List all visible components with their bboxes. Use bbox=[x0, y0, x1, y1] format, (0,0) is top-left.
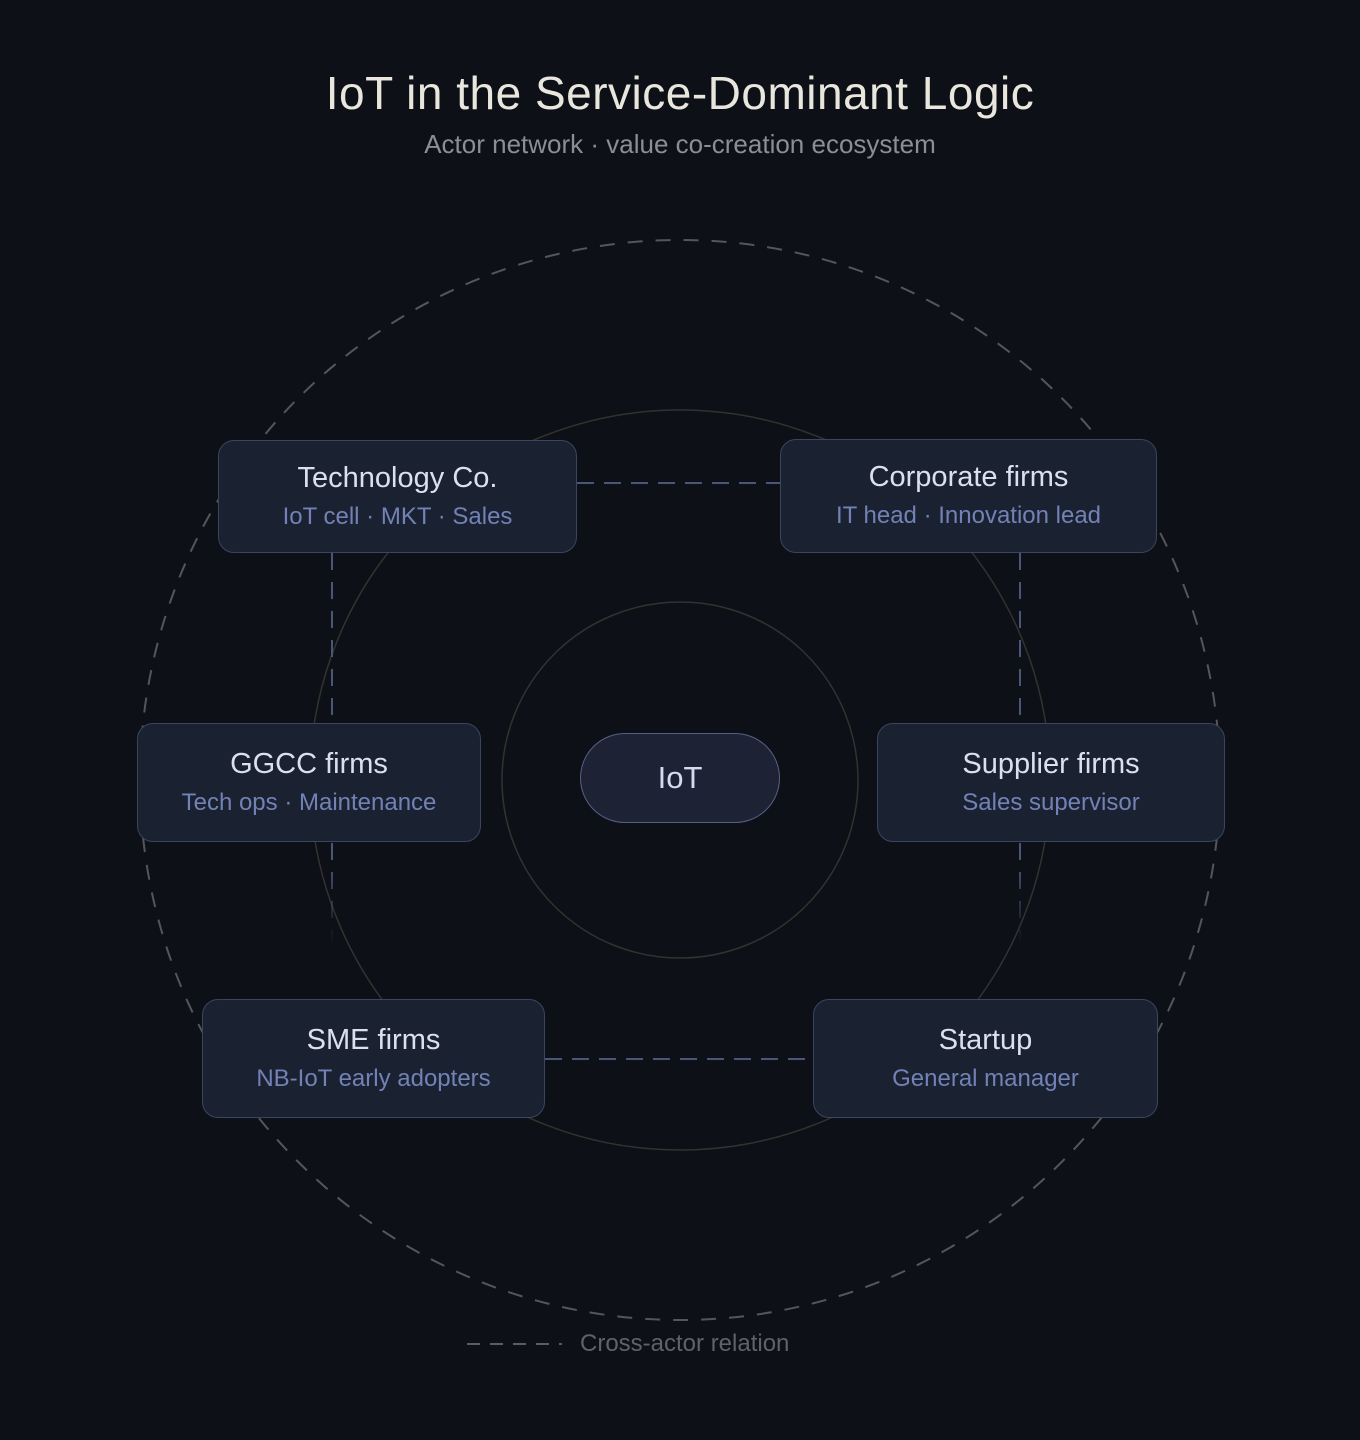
actor-roles: General manager bbox=[892, 1064, 1079, 1092]
legend: Cross-actor relation bbox=[467, 1330, 789, 1358]
dashed-line-sample-icon bbox=[467, 1343, 562, 1345]
actor-roles: IoT cell · MKT · Sales bbox=[282, 502, 513, 530]
actor-name: Startup bbox=[938, 1023, 1033, 1056]
actor-name: Supplier firms bbox=[962, 747, 1140, 780]
inner-circle bbox=[501, 601, 859, 959]
actor-node-technology-co[interactable]: Technology Co. IoT cell · MKT · Sales bbox=[218, 440, 577, 553]
actor-name: GGCC firms bbox=[230, 747, 388, 780]
actor-name: Technology Co. bbox=[297, 461, 498, 494]
actor-node-startup[interactable]: Startup General manager bbox=[813, 999, 1158, 1118]
page-subtitle: Actor network · value co-creation ecosys… bbox=[424, 129, 936, 159]
actor-roles: Tech ops · Maintenance bbox=[181, 788, 437, 816]
actor-node-supplier-firms[interactable]: Supplier firms Sales supervisor bbox=[877, 723, 1225, 842]
page-title: IoT in the Service-Dominant Logic bbox=[325, 67, 1035, 119]
iot-label: IoT bbox=[657, 760, 703, 795]
actor-node-sme-firms[interactable]: SME firms NB-IoT early adopters bbox=[202, 999, 545, 1118]
actor-node-ggcc-firms[interactable]: GGCC firms Tech ops · Maintenance bbox=[137, 723, 481, 842]
actor-roles: NB-IoT early adopters bbox=[256, 1064, 491, 1092]
actor-roles: IT head · Innovation lead bbox=[835, 502, 1102, 530]
actor-name: SME firms bbox=[306, 1023, 441, 1056]
actor-roles: Sales supervisor bbox=[962, 788, 1140, 816]
iot-center-node[interactable]: IoT bbox=[580, 733, 780, 823]
actor-name: Corporate firms bbox=[868, 461, 1069, 494]
legend-label: Cross-actor relation bbox=[580, 1330, 790, 1357]
actor-node-corporate-firms[interactable]: Corporate firms IT head · Innovation lea… bbox=[780, 439, 1157, 553]
